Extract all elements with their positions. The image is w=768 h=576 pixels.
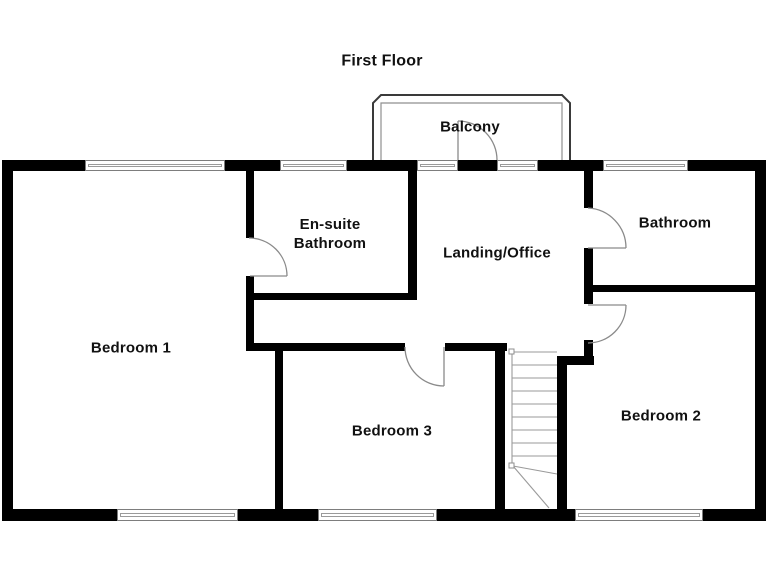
wall-stairwell-east [557, 358, 567, 509]
wall-bedroom2-west-upper [584, 292, 593, 304]
window-pane [321, 513, 434, 517]
room-label-bedroom1: Bedroom 1 [90, 339, 172, 357]
window-pane [500, 164, 535, 167]
room-label-ensuite-line1: En-suite [299, 216, 361, 233]
wall-ensuite-right [408, 171, 417, 300]
window-pane [420, 164, 455, 167]
stair-winder-line [512, 465, 550, 509]
floor-title: First Floor [341, 52, 423, 70]
wall-bathroom-south [584, 285, 755, 292]
door-arc-bedroom3 [404, 346, 445, 387]
stair-newel-post [508, 462, 515, 469]
wall-ensuite-bottom [246, 293, 417, 300]
room-label-balcony: Balcony [440, 118, 500, 136]
wall-bathroom-west-upper [584, 171, 593, 208]
staircase [508, 348, 558, 509]
window [575, 509, 703, 521]
balcony-wall-inner [380, 102, 563, 160]
room-label-ensuite-line2: Bathroom [293, 235, 367, 252]
wall-landing-south-west [246, 343, 405, 351]
room-label-bedroom3: Bedroom 3 [351, 422, 433, 440]
wall-outer-top [2, 160, 766, 171]
window [497, 160, 538, 171]
window [318, 509, 437, 521]
wall-stair-jog [557, 356, 594, 365]
room-label-ensuite: En-suite Bathroom [294, 215, 366, 253]
door-arc-bedroom2 [587, 304, 627, 344]
wall-bathroom-west-lower [584, 248, 593, 292]
wall-ensuite-left-upper [246, 171, 254, 238]
room-label-bathroom: Bathroom [638, 214, 712, 232]
window [603, 160, 688, 171]
window [117, 509, 238, 521]
wall-stairwell-west [495, 345, 505, 509]
door-arc-balcony [457, 120, 498, 161]
door-arc-ensuite [248, 237, 288, 277]
wall-bedroom2-west-lower [584, 340, 593, 365]
window [85, 160, 225, 171]
room-label-bedroom2: Bedroom 2 [620, 407, 702, 425]
door-arc-bathroom [587, 207, 627, 249]
window [280, 160, 347, 171]
window [417, 160, 458, 171]
wall-landing-south-east [445, 343, 507, 351]
window-pane [120, 513, 235, 517]
wall-outer-right [755, 160, 766, 521]
stair-newel-post [508, 348, 515, 355]
stair-winder-line [512, 465, 558, 475]
room-label-landing: Landing/Office [443, 244, 551, 262]
window-pane [88, 164, 222, 167]
window-pane [606, 164, 685, 167]
balcony-wall-outer [372, 94, 571, 160]
window-pane [283, 164, 344, 167]
wall-bedroom1-bedroom3 [275, 351, 283, 509]
wall-outer-left [2, 160, 13, 521]
wall-ensuite-left-lower [246, 276, 254, 351]
window-pane [578, 513, 700, 517]
